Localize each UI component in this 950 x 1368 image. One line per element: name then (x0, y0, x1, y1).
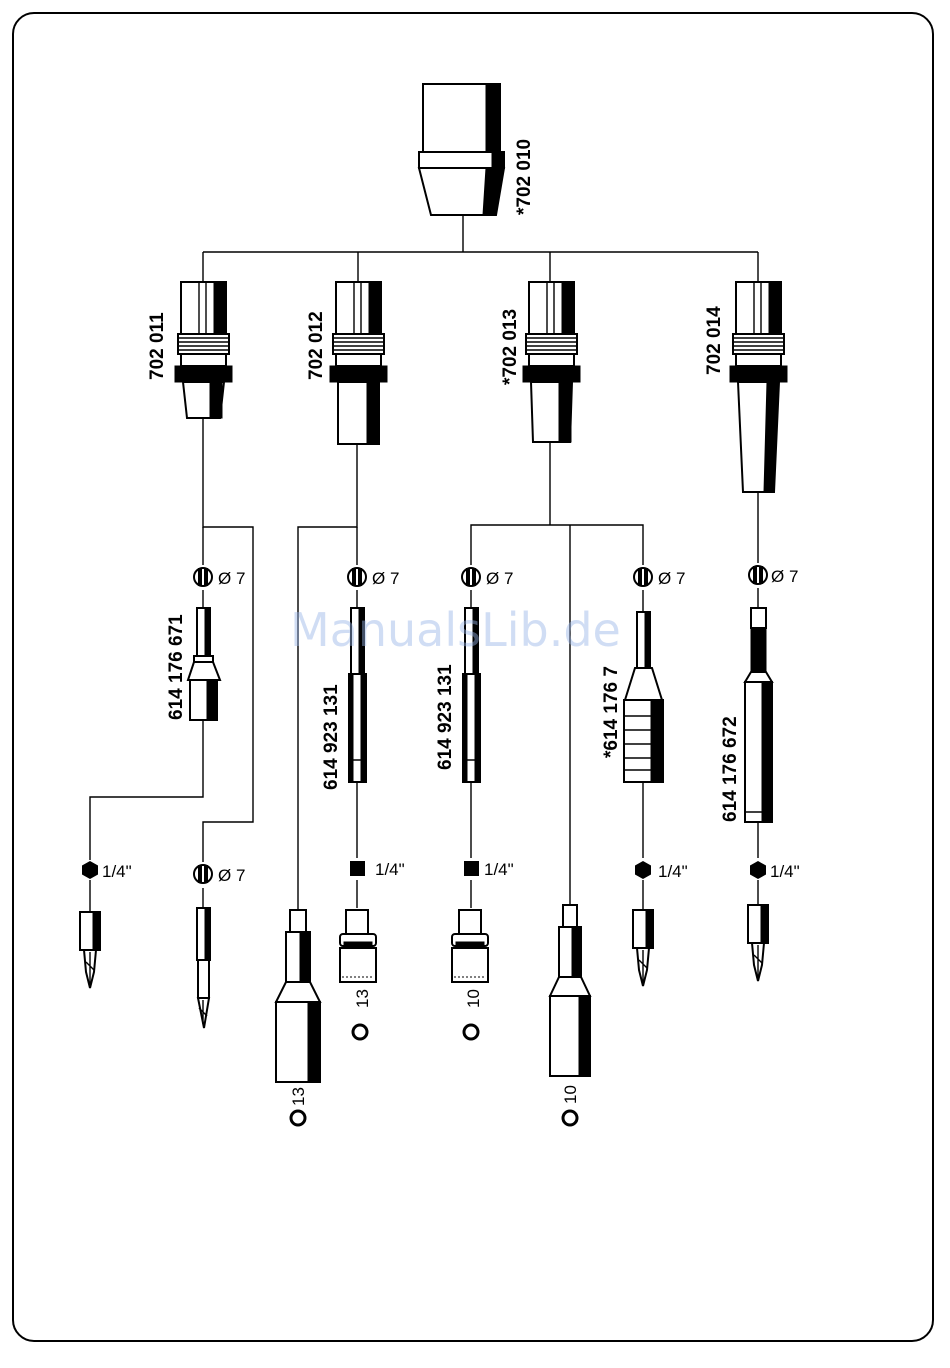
dia7-label: Ø 7 (218, 866, 245, 885)
dia7-label: Ø 7 (658, 569, 685, 588)
quarter-inch-label: 1/4" (102, 862, 132, 881)
hex-nut-ring-icon (563, 1111, 577, 1125)
hex-icon (635, 861, 651, 879)
slot-circle-icon (749, 566, 767, 584)
part-code-702-010: *702 010 (514, 139, 535, 215)
long-socket-10 (550, 905, 590, 1076)
part-code-702-014: 702 014 (704, 306, 725, 375)
phillips-bit (80, 912, 100, 988)
slot-circle-icon (634, 568, 652, 586)
hex-nut-ring-icon (464, 1025, 478, 1039)
hex-nut-ring-icon (353, 1025, 367, 1039)
part-code-702-011: 702 011 (147, 312, 168, 380)
phillips-bit (633, 910, 653, 986)
hex-icon (82, 861, 98, 879)
part-code-614-176-7: *614 176 7 (601, 666, 622, 758)
size-10-label: 10 (464, 989, 483, 1008)
part-code-614-923-131-b: 614 923 131 (435, 664, 456, 770)
bit-holder-614-176-671 (188, 608, 220, 720)
adapter-702-012 (330, 282, 387, 444)
dia7-label: Ø 7 (486, 569, 513, 588)
long-holder-614-176-672 (745, 608, 772, 822)
hex-icon (750, 861, 766, 879)
part-code-702-013: *702 013 (500, 309, 521, 385)
part-code-614-176-671: 614 176 671 (166, 614, 187, 720)
size-13-label: 13 (289, 1087, 308, 1106)
holder-702-010 (419, 84, 504, 215)
adapter-702-013 (523, 282, 580, 442)
watermark: ManualsLib.de (290, 603, 621, 657)
short-socket-13 (340, 910, 376, 982)
square-drive-icon (464, 861, 479, 876)
phillips-bit (748, 905, 768, 981)
quarter-inch-label: 1/4" (484, 860, 514, 879)
square-drive-icon (350, 861, 365, 876)
dia7-label: Ø 7 (771, 567, 798, 586)
slot-circle-icon (348, 568, 366, 586)
adapter-702-011 (175, 282, 232, 418)
part-code-614-176-672: 614 176 672 (720, 716, 741, 822)
dia7-label: Ø 7 (372, 569, 399, 588)
long-socket-13 (276, 910, 320, 1082)
size-13-label: 13 (353, 989, 372, 1008)
quarter-inch-label: 1/4" (658, 862, 688, 881)
slot-circle-icon (194, 865, 212, 883)
part-code-702-012: 702 012 (306, 311, 327, 380)
quarter-inch-label: 1/4" (375, 860, 405, 879)
adapter-702-014 (730, 282, 787, 492)
long-phillips-bit (197, 908, 210, 1028)
size-10-label: 10 (561, 1085, 580, 1104)
quarter-inch-label: 1/4" (770, 862, 800, 881)
slot-circle-icon (462, 568, 480, 586)
quick-change-holder-614-176 (624, 612, 663, 782)
hex-nut-ring-icon (291, 1111, 305, 1125)
dia7-label: Ø 7 (218, 569, 245, 588)
part-code-614-923-131-a: 614 923 131 (321, 684, 342, 790)
short-socket-10 (452, 910, 488, 982)
slot-circle-icon (194, 568, 212, 586)
